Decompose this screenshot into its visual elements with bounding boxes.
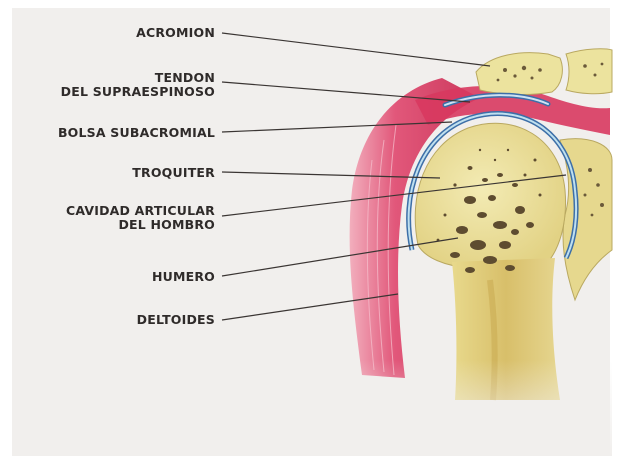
acromion-bone [476,53,562,95]
label-acromion: ACROMION [136,26,215,40]
label-tendon-supraespinoso: TENDON DEL SUPRAESPINOSO [61,71,215,99]
clavicle-bone [566,49,612,94]
label-deltoides: DELTOIDES [137,313,215,327]
label-cavidad-articular: CAVIDAD ARTICULAR DEL HOMBRO [66,204,215,232]
label-bolsa-subacromial: BOLSA SUBACROMIAL [58,126,215,140]
leader-acromion [222,33,490,66]
label-humero: HUMERO [152,270,215,284]
leader-humero [222,238,458,276]
label-troquiter: TROQUITER [132,166,215,180]
